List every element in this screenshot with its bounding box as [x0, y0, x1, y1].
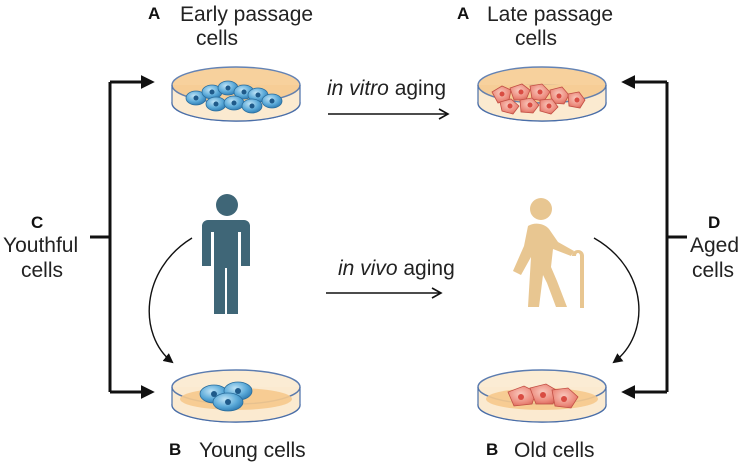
aging-word: aging	[389, 77, 446, 100]
in-vivo-aging-arrow: in vivo aging	[326, 257, 455, 299]
youthful-bracket	[90, 75, 155, 399]
svg-text:cells: cells	[196, 27, 238, 50]
petri-dish-icon	[171, 369, 301, 423]
label-youthful-cells: C Youthful cells	[3, 213, 78, 282]
label-aged-cells: D Aged cells	[690, 213, 739, 282]
svg-text:B: B	[486, 440, 498, 459]
in-vitro-aging-arrow: in vitro aging	[327, 77, 450, 120]
svg-text:A: A	[148, 4, 160, 23]
svg-text:cells: cells	[692, 259, 734, 282]
svg-text:C: C	[31, 213, 43, 232]
svg-text:B: B	[169, 440, 181, 459]
svg-text:Old cells: Old cells	[514, 439, 595, 462]
label-young-cells: B Young cells	[169, 439, 306, 462]
label-old-cells: B Old cells	[486, 439, 595, 462]
standing-person-icon	[202, 194, 250, 314]
aging-word: aging	[398, 257, 455, 280]
young-sampling-curve-arrow	[148, 237, 193, 364]
svg-text:Youthful: Youthful	[3, 234, 78, 257]
elderly-person-with-cane-icon	[513, 198, 584, 308]
label-early-passage: A Early passage cells	[148, 3, 313, 50]
in-vitro-term: in vitro	[327, 77, 389, 100]
in-vivo-term: in vivo	[338, 257, 398, 280]
svg-text:A: A	[457, 4, 469, 23]
old-sampling-curve-arrow	[593, 237, 640, 364]
svg-text:Early passage: Early passage	[180, 3, 313, 26]
petri-dish-icon	[477, 66, 607, 122]
svg-text:cells: cells	[21, 259, 63, 282]
svg-text:D: D	[708, 213, 720, 232]
petri-dish-icon	[477, 369, 607, 423]
svg-text:cells: cells	[515, 27, 557, 50]
label-late-passage: A Late passage cells	[457, 3, 613, 50]
aged-bracket	[621, 75, 687, 399]
petri-dish-icon	[171, 66, 301, 122]
svg-text:Aged: Aged	[690, 234, 739, 257]
svg-text:Late passage: Late passage	[487, 3, 613, 26]
svg-text:in vitro aging: in vitro aging	[327, 77, 446, 100]
svg-text:Young cells: Young cells	[199, 439, 306, 462]
svg-text:in vivo aging: in vivo aging	[338, 257, 455, 280]
